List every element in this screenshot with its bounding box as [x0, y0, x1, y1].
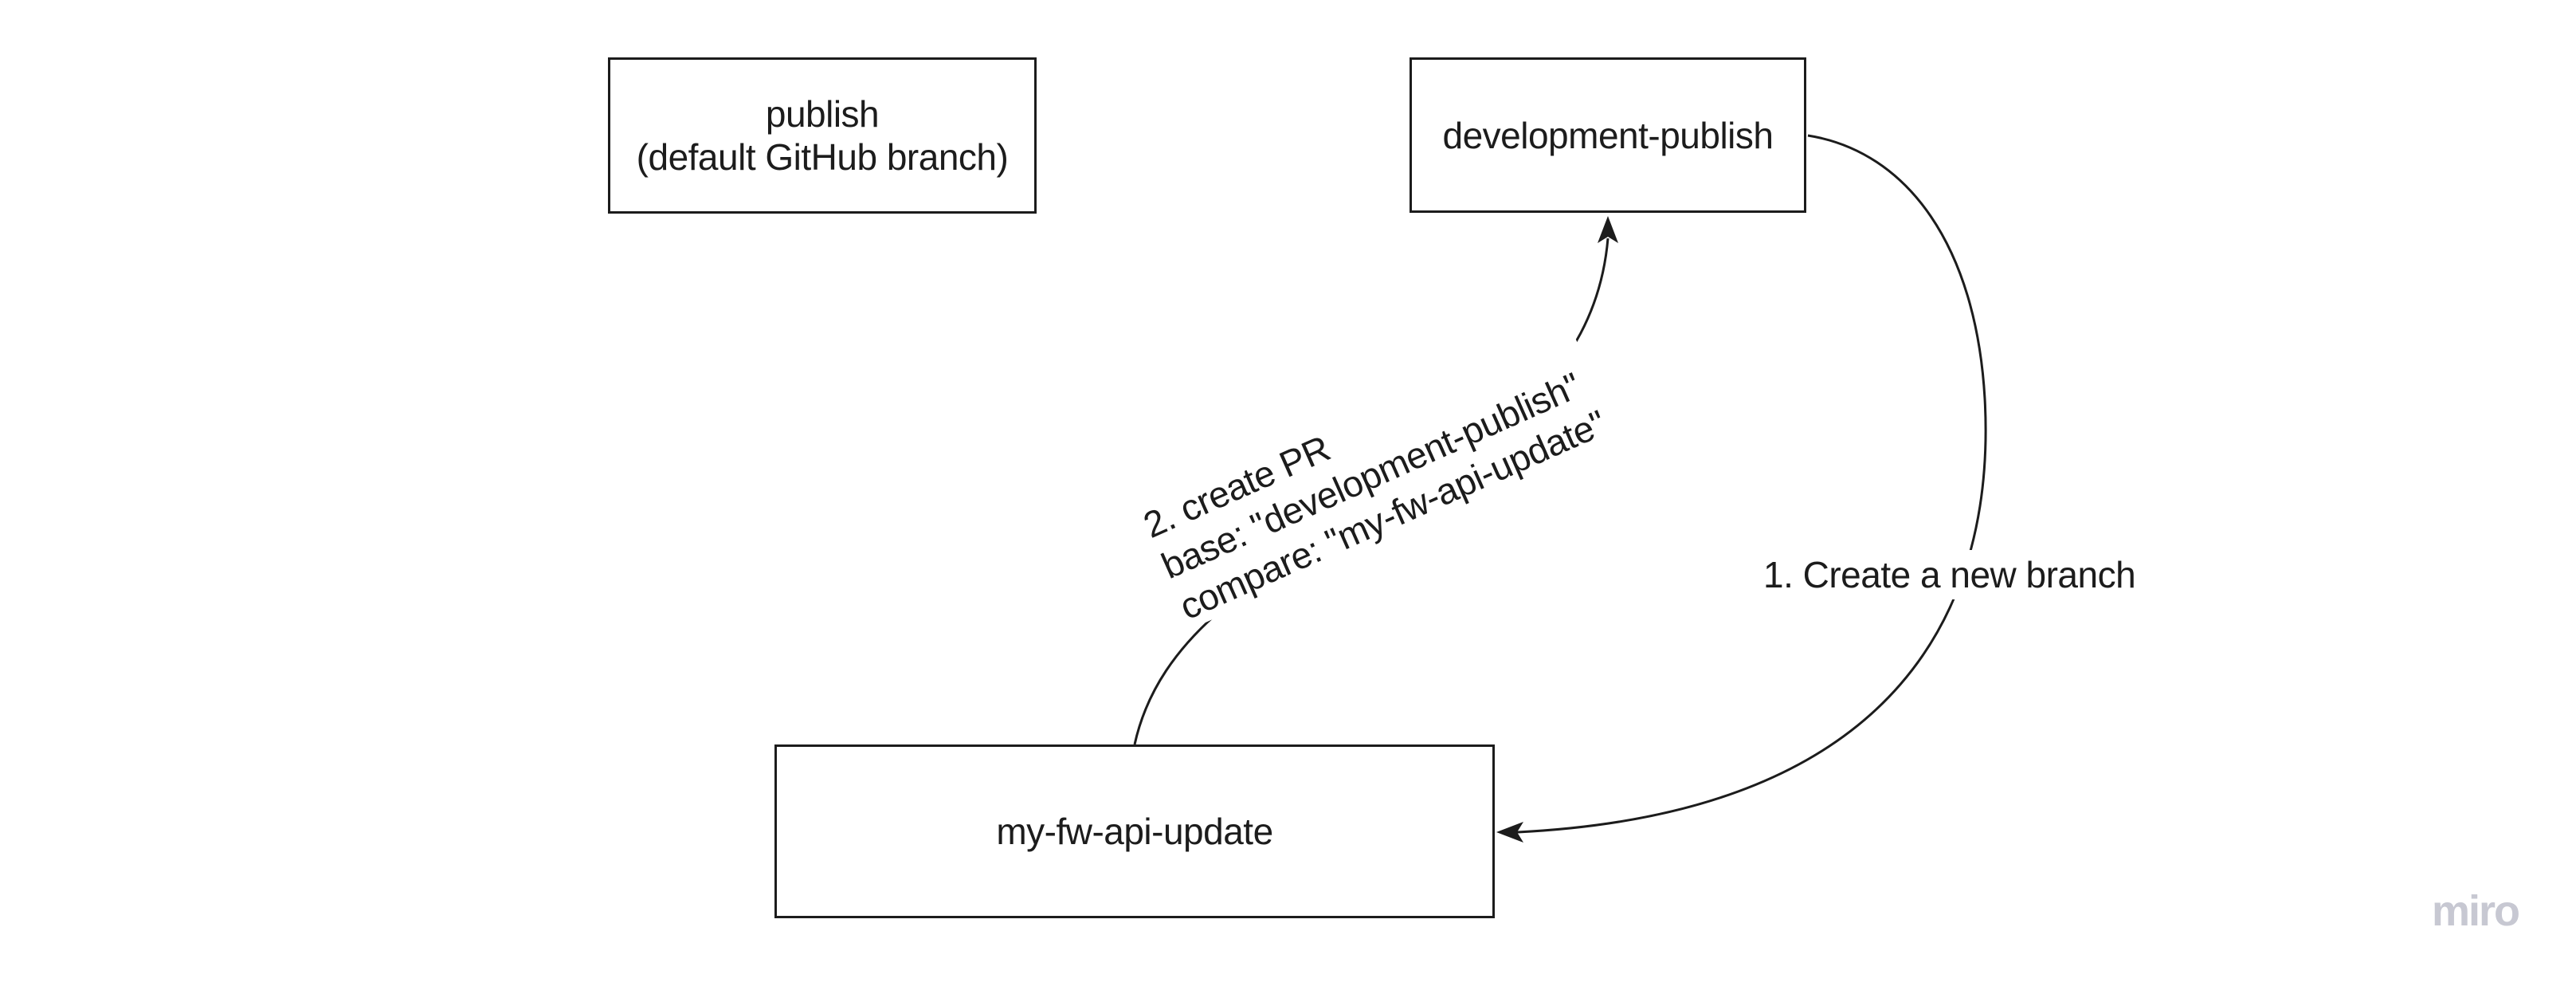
- shape-my-fw-api-update-label: my-fw-api-update: [996, 811, 1273, 852]
- edge-label-create-branch[interactable]: 1. Create a new branch: [1759, 550, 2141, 599]
- miro-watermark: miro: [2432, 887, 2520, 935]
- arrowhead-create-pr: [1598, 216, 1618, 243]
- shape-my-fw-api-update[interactable]: my-fw-api-update: [774, 744, 1495, 918]
- connector-create-branch[interactable]: [1516, 134, 1987, 834]
- shape-publish[interactable]: publish (default GitHub branch): [608, 57, 1037, 214]
- shape-publish-label-line-1: publish: [765, 93, 880, 135]
- arrowhead-create-branch: [1496, 822, 1523, 843]
- shape-development-publish[interactable]: development-publish: [1410, 57, 1806, 213]
- shape-publish-label-line-2: (default GitHub branch): [636, 136, 1009, 178]
- shape-development-publish-label: development-publish: [1442, 114, 1774, 156]
